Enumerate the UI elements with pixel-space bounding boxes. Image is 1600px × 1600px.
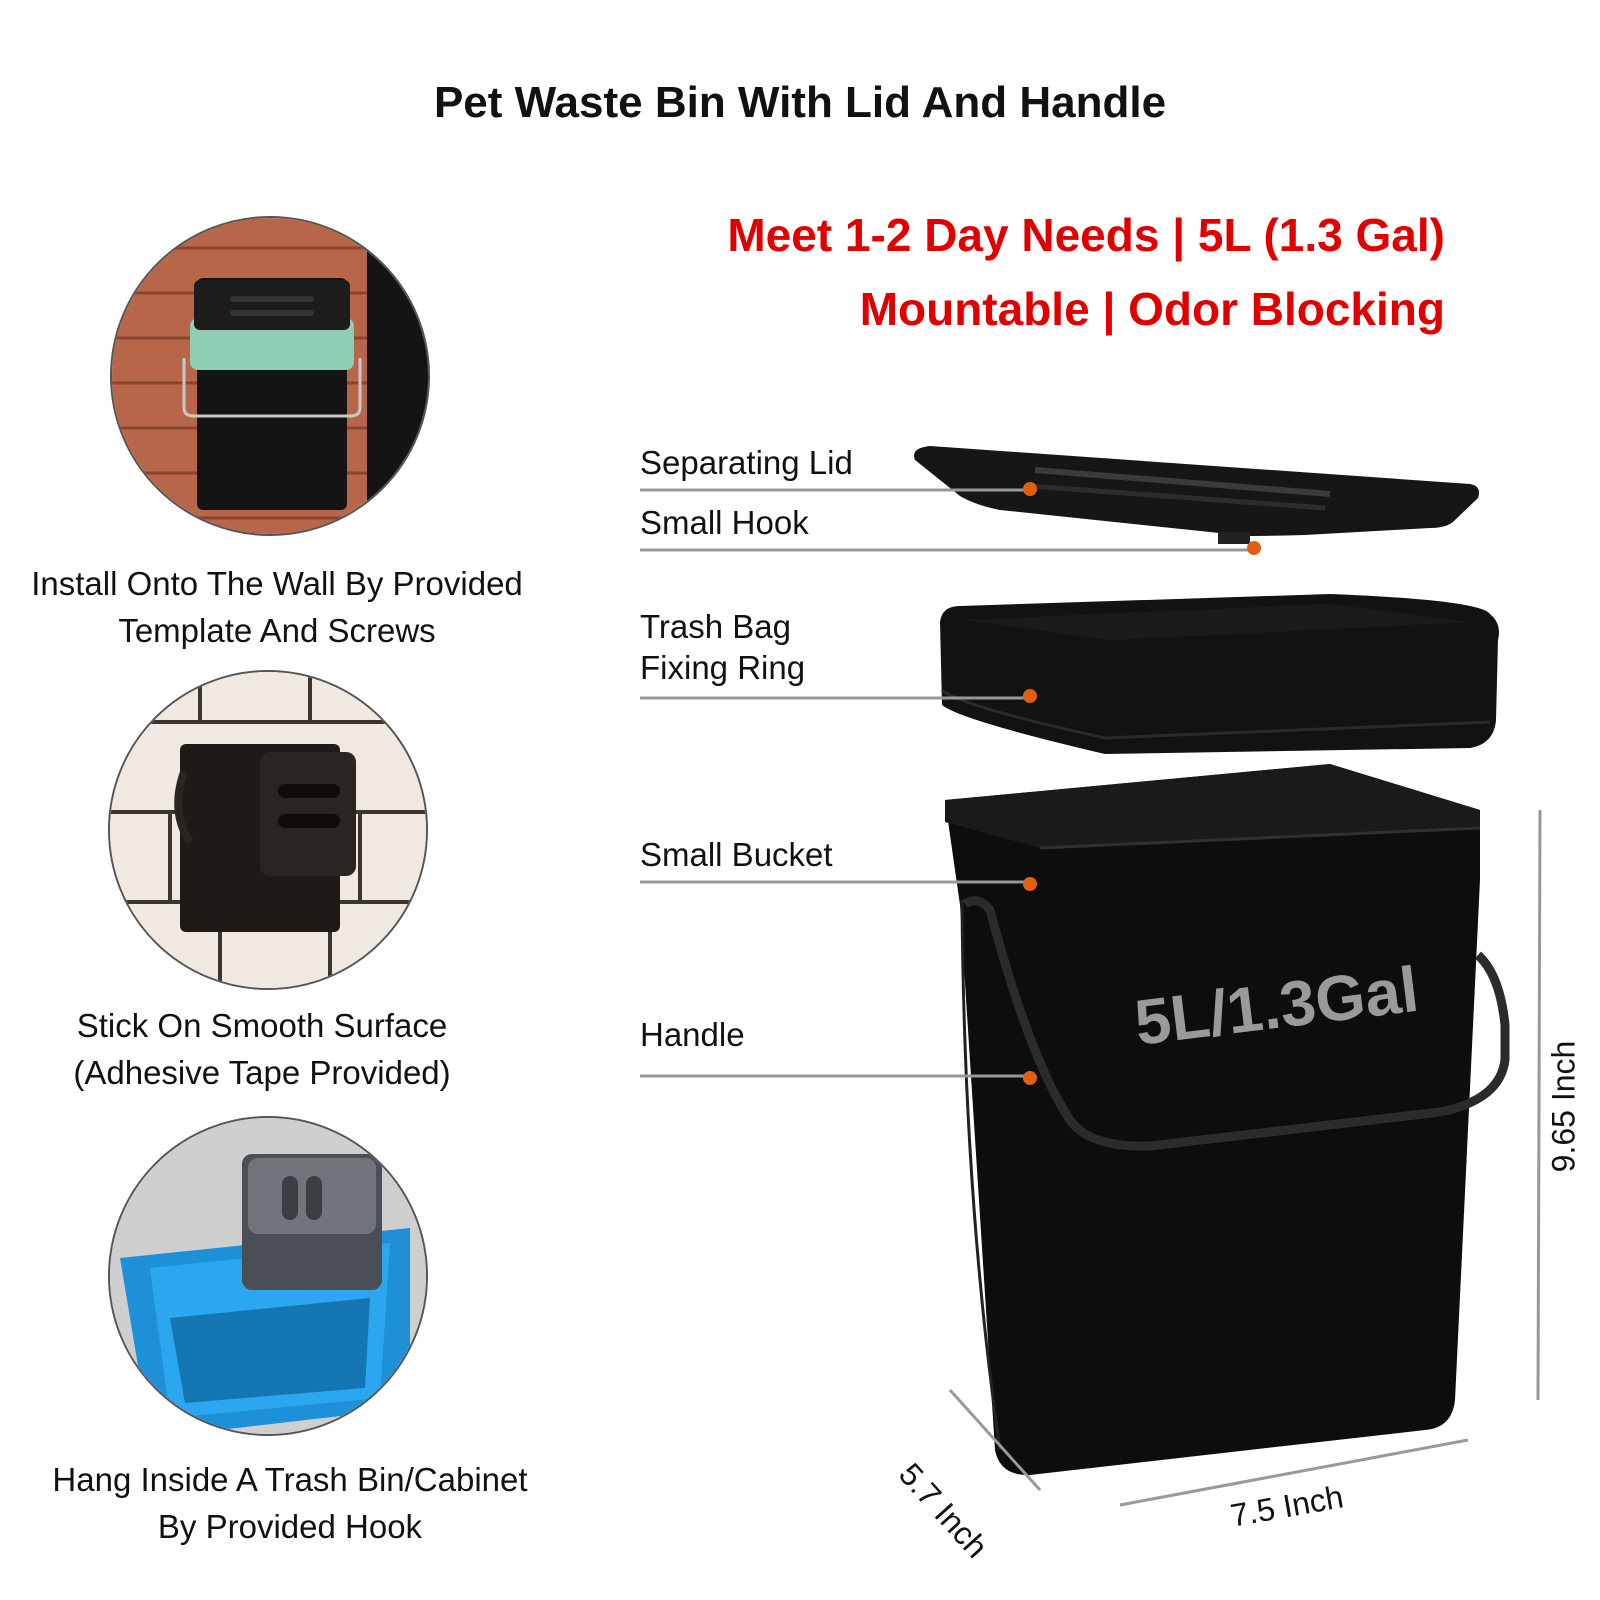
dimension-lines <box>948 809 1542 1507</box>
hang-inside-photo <box>108 1116 428 1436</box>
use-caption-line: By Provided Hook <box>157 1508 423 1545</box>
marker-dot <box>1023 1071 1037 1085</box>
callout-small-bucket: Small Bucket <box>640 834 833 875</box>
use-caption-line: (Adhesive Tape Provided) <box>73 1054 451 1091</box>
use-caption-adhesive: Stick On Smooth Surface (Adhesive Tape P… <box>0 1002 542 1096</box>
marker-dot <box>1023 482 1037 496</box>
handle <box>962 896 1510 1151</box>
marker-dot <box>1023 877 1037 891</box>
marker-dot <box>1247 541 1261 555</box>
headline-capacity: Meet 1-2 Day Needs | 5L (1.3 Gal) <box>727 209 1445 261</box>
use-caption-wall: Install Onto The Wall By Provided Templa… <box>0 560 557 654</box>
callout-separating-lid: Separating Lid <box>640 442 853 483</box>
separating-lid <box>914 446 1479 544</box>
callout-small-hook: Small Hook <box>640 502 809 543</box>
small-bucket <box>945 764 1481 1476</box>
wall-mount-photo <box>110 216 430 536</box>
callout-handle: Handle <box>640 1014 745 1055</box>
use-caption-hang: Hang Inside A Trash Bin/Cabinet By Provi… <box>10 1456 570 1550</box>
callout-fixing-ring: Trash Bag Fixing Ring <box>640 606 805 688</box>
use-caption-line: Template And Screws <box>118 612 436 649</box>
trash-bag-fixing-ring <box>940 594 1499 754</box>
adhesive-mount-photo <box>108 670 428 990</box>
callout-lines <box>640 488 1254 1078</box>
headline-features: Mountable | Odor Blocking <box>859 283 1445 335</box>
page-title: Pet Waste Bin With Lid And Handle <box>433 78 1167 127</box>
callout-label: Small Hook <box>640 504 809 541</box>
use-caption-line: Stick On Smooth Surface <box>76 1007 448 1044</box>
dimension-height: 9.65 Inch <box>1545 1040 1582 1173</box>
use-caption-line: Install Onto The Wall By Provided <box>31 565 523 602</box>
use-caption-line: Hang Inside A Trash Bin/Cabinet <box>52 1461 528 1498</box>
callout-label: Trash Bag <box>640 608 792 645</box>
callout-label: Small Bucket <box>640 836 833 873</box>
callout-label: Handle <box>640 1016 745 1053</box>
marker-dot <box>1023 689 1037 703</box>
callout-label: Fixing Ring <box>640 649 806 686</box>
callout-label: Separating Lid <box>640 444 853 481</box>
